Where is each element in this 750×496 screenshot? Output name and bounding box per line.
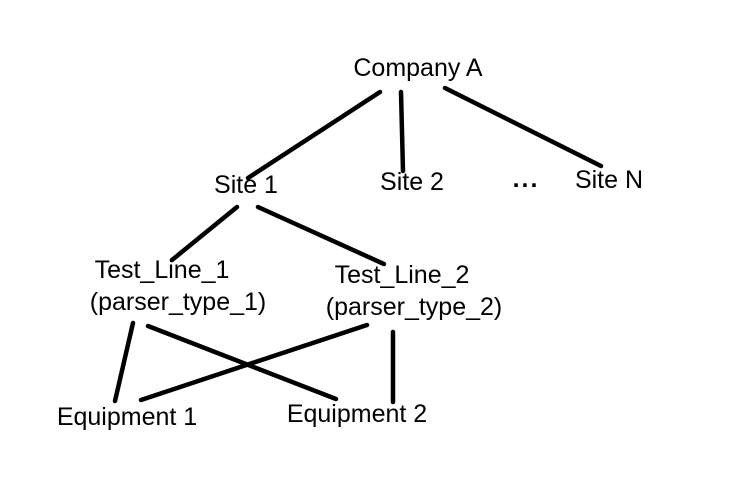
sites-ellipsis: ... <box>512 165 540 193</box>
edge-testline2-equipment1 <box>138 322 370 403</box>
node-site-n: Site N <box>574 166 644 194</box>
node-company-a: Company A <box>353 54 483 82</box>
edge-testline1-equipment1 <box>112 320 136 404</box>
edge-site1-testline2 <box>255 204 387 267</box>
node-test-line-2-label: Test_Line_2 <box>334 261 470 289</box>
edge-testline1-equipment2 <box>145 323 339 402</box>
node-test-line-1-parser: (parser_type_1) <box>89 288 267 316</box>
edge-company-siteN <box>442 85 604 169</box>
node-site-2: Site 2 <box>380 168 444 196</box>
node-equipment-2: Equipment 2 <box>286 400 428 428</box>
node-test-line-2-parser: (parser_type_2) <box>325 293 503 321</box>
edge-company-site2 <box>398 89 406 174</box>
node-test-line-1-label: Test_Line_1 <box>94 256 230 284</box>
node-site-1: Site 1 <box>214 171 278 199</box>
node-equipment-1: Equipment 1 <box>56 403 198 431</box>
edge-site1-testline1 <box>169 204 240 263</box>
edge-company-site1 <box>245 89 383 181</box>
